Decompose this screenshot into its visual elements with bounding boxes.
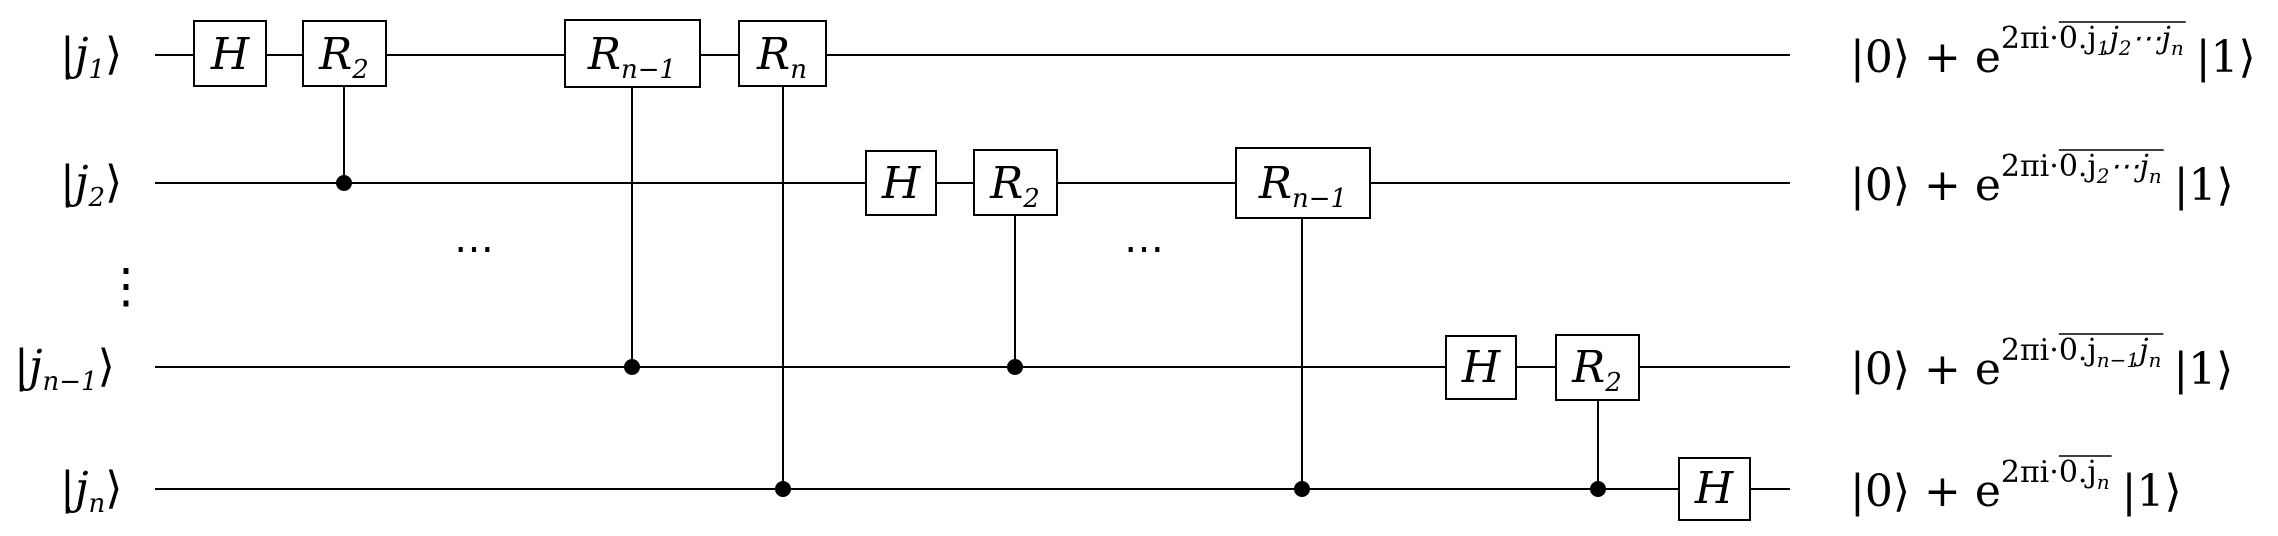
svg-text:|0⟩ + e2πi·0.jn|1⟩: |0⟩ + e2πi·0.jn|1⟩ — [1850, 455, 2182, 517]
output-exponent: 2πi· — [2001, 333, 2059, 368]
gate-h-q1: H — [193, 20, 267, 87]
output-state-q2: |0⟩ + e2πi·0.j2⋯jn|1⟩ — [1850, 149, 2234, 211]
output-exponent: 2πi· — [2001, 21, 2059, 56]
svg-text:R2: R2 — [1571, 342, 1622, 398]
svg-text:Rn−1: Rn−1 — [1258, 158, 1347, 214]
input-label-qn1: |jn−1⟩ — [14, 341, 115, 397]
input-labels: |j1⟩ |j2⟩ |jn−1⟩ |jn⟩ ⋮ — [14, 29, 150, 519]
control-dot — [1590, 481, 1606, 497]
gate-h-qn1: H — [1445, 335, 1517, 400]
gate-r2-q2: R2 — [973, 149, 1058, 216]
output-ket1: |1⟩ — [2174, 160, 2234, 211]
gate-rn1-q1: Rn−1 — [564, 19, 701, 88]
gate-label: R — [587, 29, 621, 80]
output-exponent: 2πi· — [2001, 149, 2059, 184]
gate-label: R — [1571, 342, 1605, 393]
output-state-qn: |0⟩ + e2πi·0.jn|1⟩ — [1850, 455, 2182, 517]
gate-label: H — [1694, 463, 1735, 514]
output-ket1: |1⟩ — [2122, 466, 2182, 517]
gate-rn1-q2: Rn−1 — [1235, 147, 1371, 219]
vertical-ellipsis: ⋮ — [102, 258, 150, 314]
svg-text:|0⟩ + e2πi·0.jn−1jn|1⟩: |0⟩ + e2πi·0.jn−1jn|1⟩ — [1850, 333, 2233, 395]
svg-text:|0⟩ + e2πi·0.j1j2⋯jn|1⟩: |0⟩ + e2πi·0.j1j2⋯jn|1⟩ — [1850, 21, 2256, 83]
gate-sub: n−1 — [621, 55, 676, 85]
control-dot — [1294, 481, 1310, 497]
gate-label: H — [881, 158, 922, 209]
control-dot — [624, 359, 640, 375]
gate-sub: n — [790, 55, 807, 85]
control-dots — [336, 175, 1606, 497]
gate-label: R — [756, 29, 790, 80]
gate-h-q2: H — [865, 150, 937, 216]
gate-r2-q1: R2 — [302, 20, 387, 87]
gate-h-qn: H — [1678, 457, 1751, 521]
input-label-q1: |j1⟩ — [60, 29, 122, 85]
gate-sub: n−1 — [1292, 184, 1347, 214]
input-label-qn: |jn⟩ — [60, 463, 122, 519]
horizontal-ellipsis: ⋯ — [1124, 226, 1170, 272]
svg-text:|0⟩ + e2πi·0.j2⋯jn|1⟩: |0⟩ + e2πi·0.j2⋯jn|1⟩ — [1850, 149, 2234, 211]
svg-text:Rn: Rn — [756, 29, 807, 85]
output-states: |0⟩ + e2πi·0.j1j2⋯jn|1⟩ |0⟩ + e2πi·0.j2⋯… — [1850, 21, 2256, 517]
gate-label: R — [989, 158, 1023, 209]
control-dot — [336, 175, 352, 191]
gate-sub: 2 — [1604, 368, 1622, 398]
control-dot — [1007, 359, 1023, 375]
output-exponent: 2πi· — [2001, 455, 2059, 490]
output-ket0: |0⟩ + e — [1850, 344, 2001, 395]
gate-label: H — [1461, 342, 1502, 393]
gate-label: R — [1258, 158, 1292, 209]
qubit-wires — [155, 54, 1790, 490]
svg-text:R2: R2 — [318, 29, 369, 85]
output-ket0: |0⟩ + e — [1850, 160, 2001, 211]
output-ket0: |0⟩ + e — [1850, 466, 2001, 517]
gate-label: H — [210, 29, 251, 80]
gate-label: R — [318, 29, 352, 80]
gate-r2-qn1: R2 — [1555, 334, 1640, 401]
gate-sub: 2 — [351, 55, 369, 85]
svg-text:Rn−1: Rn−1 — [587, 29, 676, 85]
horizontal-ellipsis: ⋯ — [454, 226, 500, 272]
output-state-qn1: |0⟩ + e2πi·0.jn−1jn|1⟩ — [1850, 333, 2233, 395]
gate-rn-q1: Rn — [738, 20, 827, 87]
control-dot — [775, 481, 791, 497]
output-ket1: |1⟩ — [2196, 32, 2256, 83]
svg-text:R2: R2 — [989, 158, 1040, 214]
gate-sub: 2 — [1022, 184, 1040, 214]
control-lines — [343, 80, 1599, 489]
input-label-q2: |j2⟩ — [60, 157, 122, 213]
output-ket0: |0⟩ + e — [1850, 32, 2001, 83]
output-state-q1: |0⟩ + e2πi·0.j1j2⋯jn|1⟩ — [1850, 21, 2256, 83]
output-ket1: |1⟩ — [2173, 344, 2233, 395]
